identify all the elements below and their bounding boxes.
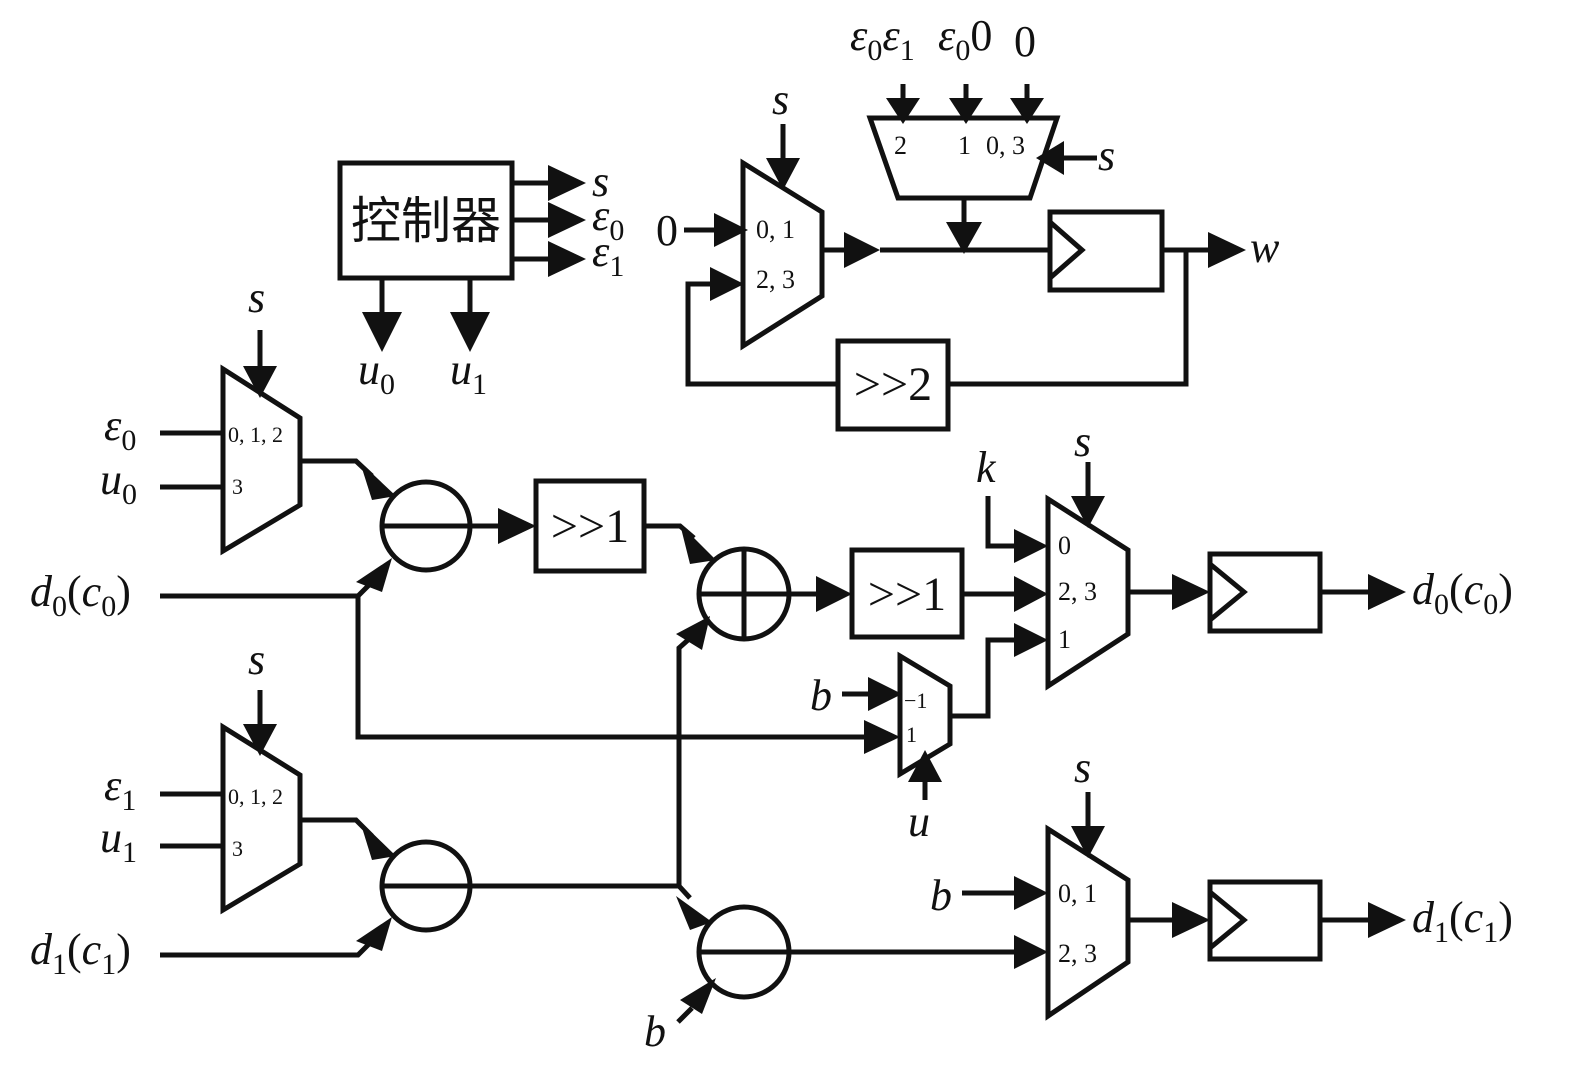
controller-label: 控制器 xyxy=(351,192,501,250)
controller-box xyxy=(337,160,515,281)
neg-mux-input-b: b xyxy=(810,671,832,720)
left-upper-port-012: 0, 1, 2 xyxy=(228,422,283,447)
out0-mux xyxy=(1045,494,1131,691)
out0-mux-port-1: 1 xyxy=(1058,625,1071,654)
w-mux-port-01: 0, 1 xyxy=(756,215,795,244)
shift1b-box xyxy=(849,547,965,640)
out0-mux-port-0: 0 xyxy=(1058,531,1071,560)
out1-mux-port-23: 2, 3 xyxy=(1058,939,1097,968)
neg-mux-port-neg1: −1 xyxy=(904,688,927,713)
shift1a-box xyxy=(533,478,647,574)
controller-out-u0: u0 xyxy=(358,345,395,401)
w-mux-select-s: s xyxy=(772,75,789,124)
w-mux-input-zero: 0 xyxy=(656,206,678,255)
top-input-zero: 0 xyxy=(1014,17,1036,66)
d1-input-label: d1(c1) xyxy=(30,925,131,981)
neg-mux xyxy=(897,651,953,779)
neg-mux-port-1: 1 xyxy=(906,722,917,747)
shift2-label: >>2 xyxy=(854,358,932,411)
out0-label: d0(c0) xyxy=(1412,565,1513,621)
top-input-e0e1: ε0ε1 xyxy=(850,11,915,67)
controller-out-e1: ε1 xyxy=(592,227,624,283)
shift1b-label: >>1 xyxy=(868,568,946,621)
left-upper-input-e0: ε0 xyxy=(104,401,136,457)
out1-mux-input-b: b xyxy=(930,871,952,920)
top-input-e00: ε00 xyxy=(938,11,992,67)
shift2-box xyxy=(835,338,951,432)
controller-out-u1: u1 xyxy=(450,345,487,401)
out0-mux-select-s: s xyxy=(1074,417,1091,466)
left-upper-port-3: 3 xyxy=(232,474,243,499)
top-mux-port-03: 0, 3 xyxy=(986,131,1025,160)
left-lower-select-s: s xyxy=(248,635,265,684)
out1-mux-select-s: s xyxy=(1074,743,1091,792)
left-lower-input-u1: u1 xyxy=(100,813,137,869)
controller-out-s: s xyxy=(592,157,609,206)
left-lower-input-e1: ε1 xyxy=(104,761,136,817)
left-upper-input-u0: u0 xyxy=(100,455,137,511)
out1-mux xyxy=(1045,824,1131,1021)
shift1a-label: >>1 xyxy=(551,500,629,553)
neg-mux-select-u: u xyxy=(908,797,930,846)
out0-register xyxy=(1207,551,1323,634)
top-mux-port-1: 1 xyxy=(958,131,971,160)
w-output-label: w xyxy=(1250,223,1280,272)
out0-mux-port-23: 2, 3 xyxy=(1058,577,1097,606)
d0-input-label: d0(c0) xyxy=(30,567,131,623)
w-mux xyxy=(740,158,825,351)
top-mux-select-s: s xyxy=(1098,131,1115,180)
out1-label: d1(c1) xyxy=(1412,893,1513,949)
top-mux xyxy=(866,115,1061,201)
out0-mux-input-k: k xyxy=(976,443,997,492)
left-upper-mux xyxy=(220,364,303,556)
left-lower-mux xyxy=(220,722,303,915)
controller-out-e0: ε0 xyxy=(592,191,624,247)
left-upper-select-s: s xyxy=(248,273,265,322)
w-mux-port-23: 2, 3 xyxy=(756,265,795,294)
subtractor-c-input-b: b xyxy=(644,1007,666,1056)
top-mux-port-2: 2 xyxy=(894,131,907,160)
out1-register xyxy=(1207,879,1323,962)
left-lower-port-012: 0, 1, 2 xyxy=(228,784,283,809)
w-register xyxy=(1047,209,1165,293)
left-lower-port-3: 3 xyxy=(232,836,243,861)
out1-mux-port-01: 0, 1 xyxy=(1058,879,1097,908)
